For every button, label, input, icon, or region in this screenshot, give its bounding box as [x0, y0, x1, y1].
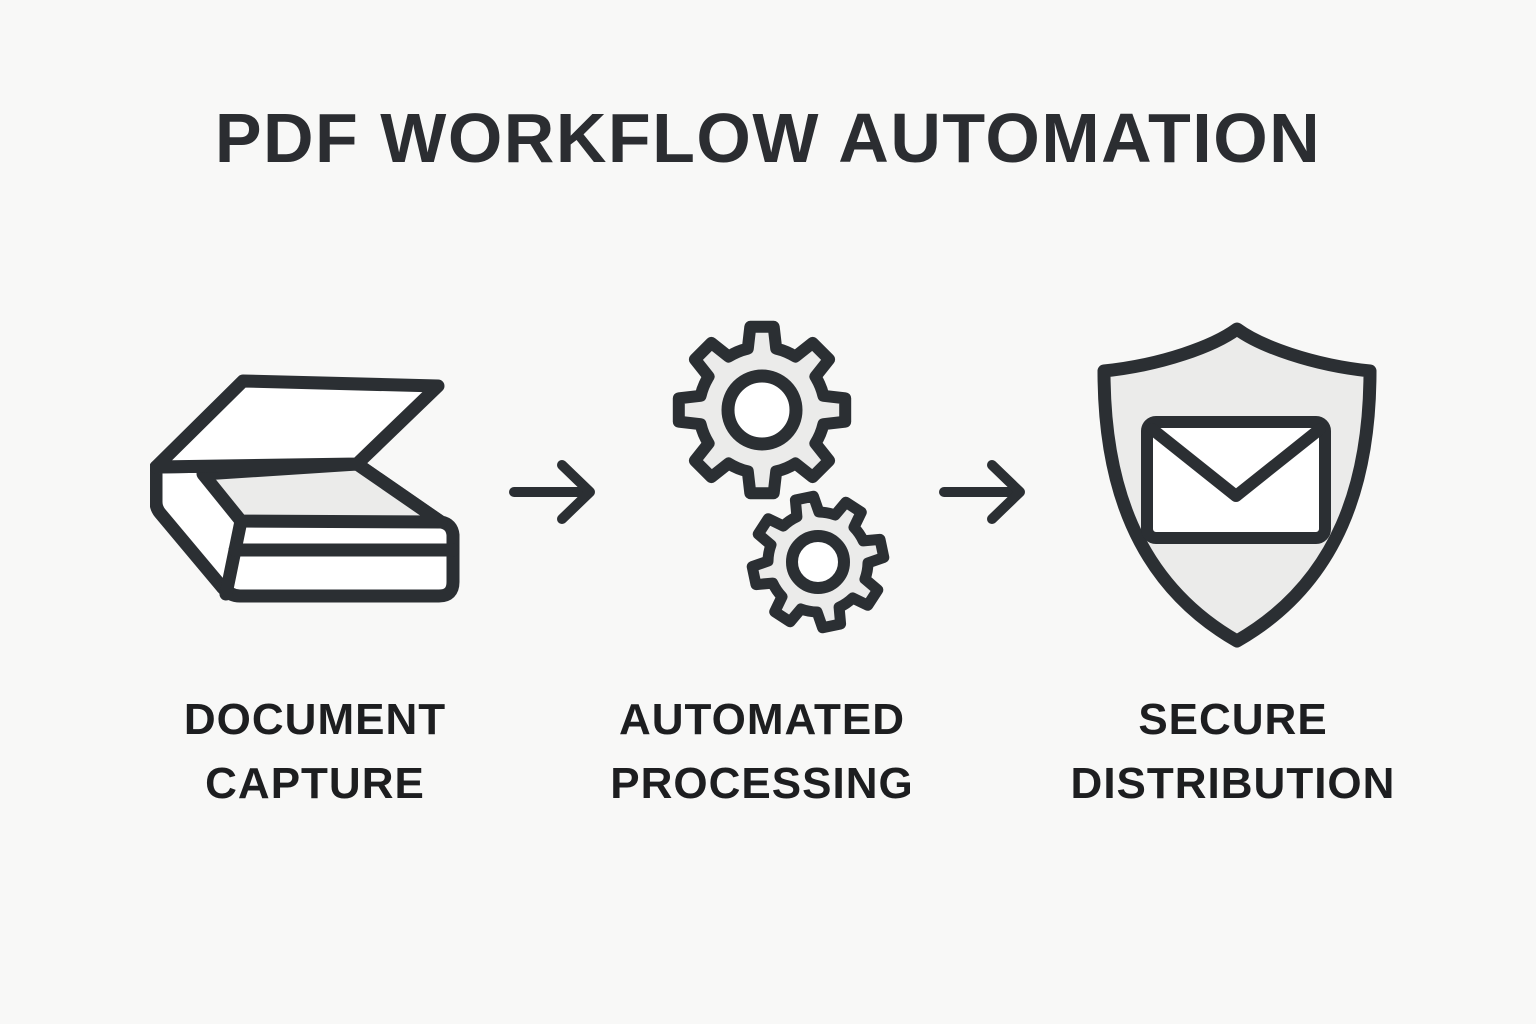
step-label-line: DOCUMENT — [183, 695, 447, 744]
step-label-line: AUTOMATED — [618, 695, 906, 744]
step-label-secure-distribution: SECURE DISTRIBUTION — [983, 688, 1483, 816]
step-label-line: DISTRIBUTION — [1070, 759, 1396, 808]
page-title: PDF WORKFLOW AUTOMATION — [214, 99, 1322, 177]
step-label-line: CAPTURE — [205, 759, 425, 808]
step-label-line: PROCESSING — [610, 759, 914, 808]
arrow-right-icon — [939, 460, 1025, 524]
step-label-automated-processing: AUTOMATED PROCESSING — [512, 688, 1012, 816]
arrow-right-icon — [509, 460, 595, 524]
step-label-line: SECURE — [1138, 695, 1328, 744]
envelope-icon — [1141, 416, 1331, 544]
step-label-document-capture: DOCUMENT CAPTURE — [65, 688, 565, 816]
gears-icon — [672, 320, 890, 634]
scanner-icon — [150, 374, 460, 603]
shield-envelope-icon — [1097, 322, 1377, 648]
